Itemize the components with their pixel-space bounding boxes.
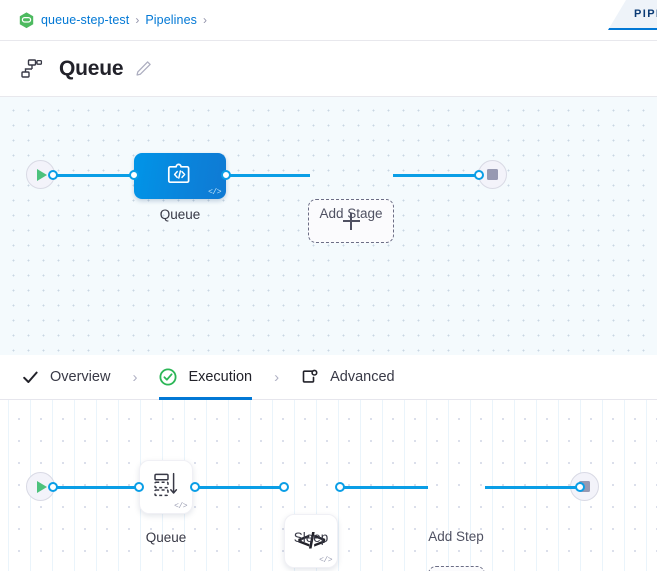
end-node-port[interactable] [474, 170, 484, 180]
end-node[interactable] [478, 160, 507, 189]
play-icon [37, 168, 47, 181]
tab-overview-label: Overview [50, 369, 111, 385]
step-node-sleep[interactable]: </> </> [284, 514, 338, 568]
edge-add-stage-to-end [393, 174, 483, 177]
breadcrumb-separator-trailing: › [203, 13, 207, 27]
tab-execution-label: Execution [188, 369, 253, 385]
page-title: Queue [59, 56, 124, 80]
check-circle-icon [159, 368, 177, 386]
stop-icon [487, 169, 498, 180]
pipeline-icon [21, 58, 47, 79]
code-slash-icon: </> [297, 528, 326, 553]
step-node-sleep-input-port[interactable] [279, 482, 289, 492]
breadcrumb: queue-step-test › Pipelines › [0, 0, 657, 41]
breadcrumb-item-pipelines[interactable]: Pipelines [145, 13, 197, 27]
harness-logo-icon [19, 11, 34, 29]
stage-graph-canvas[interactable]: </> Queue Add Stage [0, 97, 657, 355]
edge-queue-to-sleep [194, 486, 284, 489]
tab-overview[interactable]: Overview [22, 355, 110, 400]
step-node-queue-output-port[interactable] [190, 482, 200, 492]
breadcrumb-item-project[interactable]: queue-step-test [41, 13, 130, 27]
start-node-port[interactable] [48, 482, 58, 492]
add-stage-node-label: Add Stage [319, 206, 383, 221]
tab-separator-1: › [132, 368, 138, 386]
tab-execution[interactable]: Execution [159, 355, 252, 400]
queue-icon [151, 471, 181, 504]
step-node-sleep-label: Sleep [293, 530, 329, 545]
add-step-node-label: Add Step [428, 529, 484, 544]
pencil-icon[interactable] [135, 60, 152, 77]
add-stage-node[interactable] [308, 199, 394, 243]
stage-node-queue[interactable]: </> [134, 153, 226, 199]
tab-advanced[interactable]: Advanced [301, 355, 395, 400]
step-node-sleep-code-badge: </> [319, 556, 332, 565]
edge-start-to-queue [52, 174, 138, 177]
advanced-gear-icon [301, 369, 319, 386]
stage-node-queue-input-port[interactable] [129, 170, 139, 180]
stage-node-queue-label: Queue [159, 207, 201, 222]
stage-config-tabs: Overview › Execution › Advanced [0, 355, 657, 400]
end-node-port[interactable] [575, 482, 585, 492]
edge-sleep-to-add-step [340, 486, 428, 489]
step-node-sleep-output-port[interactable] [335, 482, 345, 492]
add-step-node[interactable] [428, 566, 485, 571]
stage-node-code-badge: </> [208, 188, 221, 197]
start-node-port[interactable] [48, 170, 58, 180]
edge-add-step-to-end [485, 486, 578, 489]
page-header: Queue VISU [0, 41, 657, 123]
stage-node-queue-output-port[interactable] [221, 170, 231, 180]
tab-separator-2: › [274, 368, 280, 386]
play-icon [37, 480, 47, 493]
tab-advanced-label: Advanced [330, 369, 395, 385]
step-node-queue-code-badge: </> [174, 502, 187, 511]
step-node-queue-label: Queue [145, 530, 187, 545]
step-node-queue-input-port[interactable] [134, 482, 144, 492]
step-node-queue[interactable]: </> [139, 460, 193, 514]
plus-icon-cross [342, 220, 360, 222]
edge-start-to-queue-step [52, 486, 138, 489]
step-graph-canvas[interactable]: </> Queue </> </> Sleep Add Step [0, 400, 657, 571]
puzzle-code-icon [166, 160, 195, 193]
edge-queue-to-add-stage [225, 174, 310, 177]
breadcrumb-separator: › [135, 13, 140, 27]
tab-pipeline-studio-label: PIPE [634, 8, 657, 20]
check-icon [22, 369, 39, 386]
